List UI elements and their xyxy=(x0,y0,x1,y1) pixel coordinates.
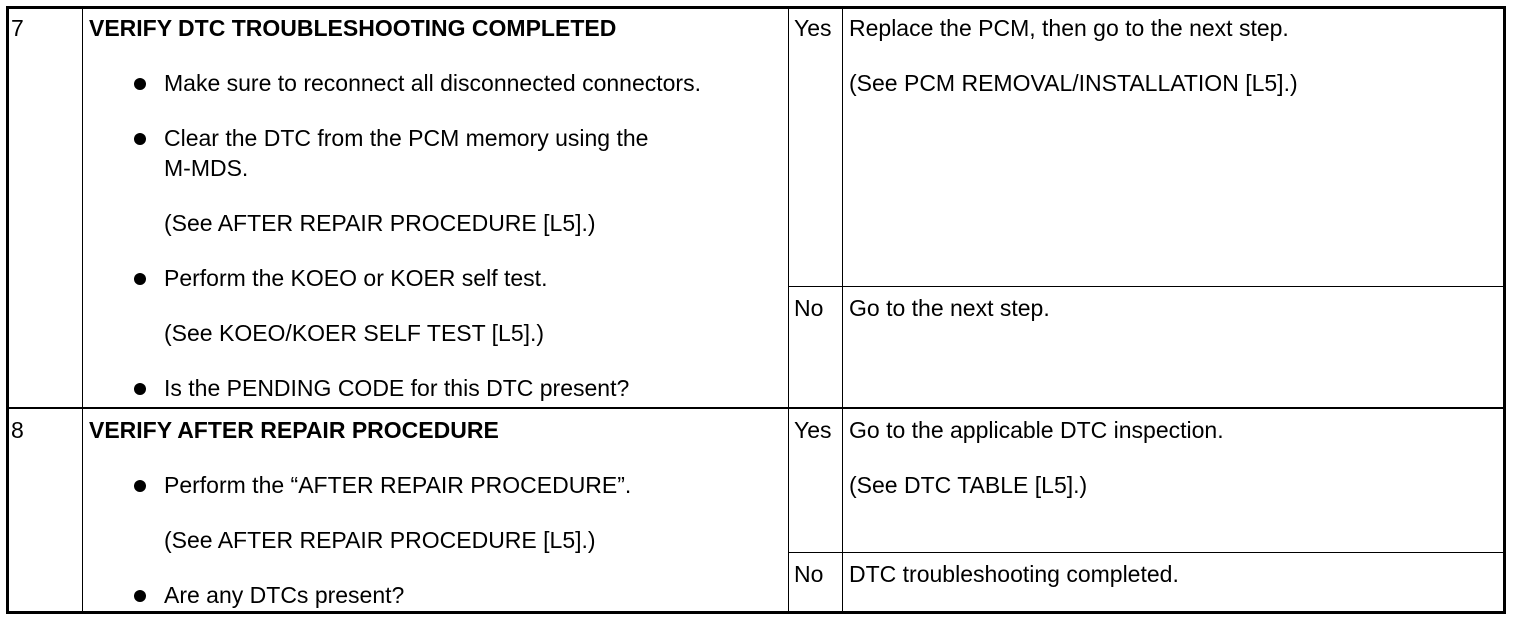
result-yes-reference: (See DTC TABLE [L5].) xyxy=(849,472,1088,498)
row-divider-step8-no xyxy=(788,552,1506,553)
result-no-label: No xyxy=(794,295,824,321)
column-divider-action xyxy=(842,6,843,614)
column-divider-step xyxy=(82,6,83,614)
result-no-action: DTC troubleshooting completed. xyxy=(849,561,1179,587)
result-yes-label: Yes xyxy=(794,417,832,443)
step-title: VERIFY DTC TROUBLESHOOTING COMPLETED xyxy=(89,15,617,41)
step-instruction-continued: M-MDS. xyxy=(164,155,249,181)
bullet-icon xyxy=(134,480,146,492)
result-yes-action: Replace the PCM, then go to the next ste… xyxy=(849,15,1289,41)
result-no-label: No xyxy=(794,561,824,587)
step-instruction: Clear the DTC from the PCM memory using … xyxy=(164,125,649,151)
step-title: VERIFY AFTER REPAIR PROCEDURE xyxy=(89,417,499,443)
row-divider-step7-no xyxy=(788,286,1506,287)
step-question: Is the PENDING CODE for this DTC present… xyxy=(164,375,630,401)
bullet-icon xyxy=(134,133,146,145)
step-question: Are any DTCs present? xyxy=(164,582,405,608)
bullet-icon xyxy=(134,78,146,90)
bullet-icon xyxy=(134,273,146,285)
step-reference: (See KOEO/KOER SELF TEST [L5].) xyxy=(164,320,545,346)
step-reference: (See AFTER REPAIR PROCEDURE [L5].) xyxy=(164,527,596,553)
step-number: 7 xyxy=(11,15,24,41)
step-instruction: Perform the “AFTER REPAIR PROCEDURE”. xyxy=(164,472,632,498)
bullet-icon xyxy=(134,383,146,395)
step-reference: (See AFTER REPAIR PROCEDURE [L5].) xyxy=(164,210,596,236)
step-number: 8 xyxy=(11,417,24,443)
result-no-action: Go to the next step. xyxy=(849,295,1050,321)
troubleshooting-table xyxy=(6,6,1506,614)
bullet-icon xyxy=(134,590,146,602)
row-divider-step8 xyxy=(6,407,1506,409)
column-divider-result xyxy=(788,6,789,614)
step-instruction: Perform the KOEO or KOER self test. xyxy=(164,265,548,291)
step-instruction: Make sure to reconnect all disconnected … xyxy=(164,70,701,96)
result-yes-action: Go to the applicable DTC inspection. xyxy=(849,417,1224,443)
result-yes-reference: (See PCM REMOVAL/INSTALLATION [L5].) xyxy=(849,70,1298,96)
result-yes-label: Yes xyxy=(794,15,832,41)
